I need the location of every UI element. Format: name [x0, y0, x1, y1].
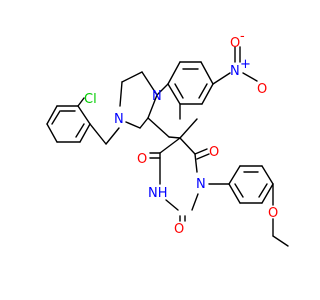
atom-o-nitro-top: O — [230, 36, 240, 51]
structure-diagram: Cl N N N + O - O O O NH N O O — [46, 29, 289, 247]
methoxyphenyl-ring — [228, 165, 274, 204]
bond-benzyl-ch2 — [89, 123, 107, 145]
atom-o-carbonyl-right: O — [209, 145, 219, 160]
atom-o-carbonyl-left: O — [137, 152, 147, 167]
atom-o-nitro-side: O — [257, 82, 267, 97]
atom-n-imide: N — [196, 177, 206, 192]
atom-n-piperazine: N — [114, 112, 124, 127]
bond-c-o-right — [194, 148, 208, 155]
atom-n-nitro: N — [230, 64, 240, 79]
atom-cl: Cl — [84, 92, 97, 107]
bond-ch2-n — [105, 127, 120, 145]
bond-ring-to-nitro — [212, 72, 231, 85]
atom-n-ring-fusion: N — [152, 89, 162, 104]
atom-o-methoxy: O — [268, 206, 278, 221]
bond-nitro-o-side — [242, 72, 258, 82]
chlorobenzyl-ring — [46, 105, 91, 143]
molecule-canvas: Cl N N N + O - O O O NH N O O — [46, 29, 289, 247]
atom-o-carbonyl-bottom: O — [174, 222, 184, 237]
nitroarene-ring — [167, 61, 214, 120]
atom-nh: NH — [148, 186, 168, 201]
dihydroquinoline-ring — [147, 83, 198, 139]
bond-ring-to-cl — [77, 97, 85, 107]
nitro-n-charge: + — [240, 57, 251, 72]
bond-c-o-right-2 — [196, 153, 210, 160]
nitro-o-charge: - — [240, 29, 245, 44]
bond-methyl — [272, 235, 289, 247]
piperazine-ring — [119, 71, 158, 129]
